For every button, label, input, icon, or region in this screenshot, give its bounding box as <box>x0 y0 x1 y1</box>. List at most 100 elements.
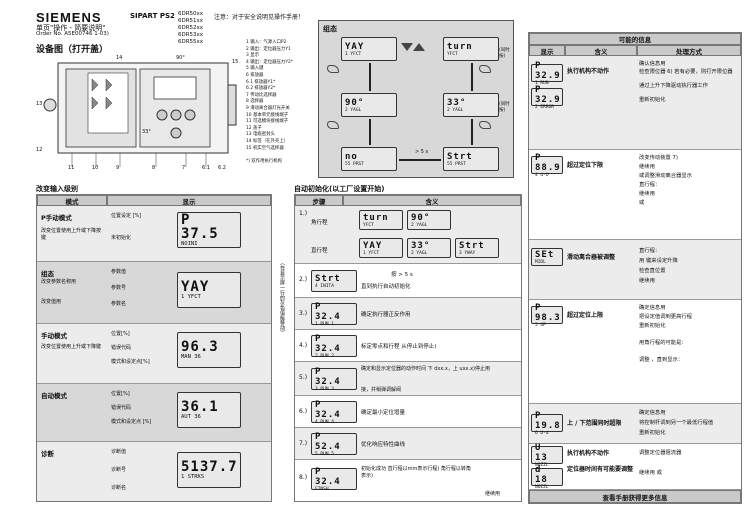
callout-33deg: 33° <box>142 129 151 135</box>
mode-name-0: P手动模式 <box>41 214 72 222</box>
modes-col-mode: 模式 <box>37 195 107 206</box>
mode-label-1b: 参数号 <box>111 285 127 291</box>
config-lcd-tr: turn YFCT <box>443 37 499 61</box>
step5-text: 确定和显示定位器的动作时间 下 dxx.x，上 uxx.x)停止用 <box>361 366 490 372</box>
mode-label-0c: 未初始化 <box>111 235 132 241</box>
mode-label-1a: 参数值 <box>111 269 127 275</box>
config-title: 组态 <box>323 25 337 33</box>
info-meaning-6: 定位器时间有可能要调整 <box>567 466 634 473</box>
mode-label-4a: 诊断值 <box>111 449 127 455</box>
info-actions-4: 确定信息用将控制杆调到另一个最低行程值重新初始化 <box>639 410 714 436</box>
gt5s-label: > 5 s <box>415 149 429 155</box>
hand-key-icon-2 <box>327 121 339 129</box>
callout-15: 15 <box>232 59 239 65</box>
mode-name-2: 手动模式 <box>41 332 67 340</box>
doc-subtitle: 单页"操作 - 简要说明" <box>36 24 106 32</box>
config-lcd-ml: 90°2 YAGL <box>341 93 397 117</box>
hand-key-icon-3 <box>479 65 491 73</box>
info-actions-5: 调整定位器阻流器 <box>639 450 682 456</box>
mode-name-4: 诊断 <box>41 450 54 458</box>
mode-label-2c: 模式和设定点[%] <box>111 359 150 365</box>
callout-7: 7 <box>182 165 186 171</box>
modes-side-note: （在显示屏一行的灰色值能移动） <box>279 260 285 335</box>
callout-13: 13 <box>36 101 43 107</box>
callout-12: 12 <box>36 147 43 153</box>
info-col-meaning: 含义 <box>565 45 637 56</box>
product-name: SIPART PS2 <box>130 12 175 20</box>
info-row-5: U 13 NOZZL d 18 NOZZL 执行机构不动作 定位器时间有可能要调… <box>529 443 741 490</box>
mode-label-2a: 位置[%] <box>111 331 130 337</box>
mode-row-0: P手动模式 改变位置使用上升或下降按键 位置设定 [%] 未初始化 P 37.5… <box>37 206 271 262</box>
mode-row-3: 自动模式 位置[%] 错误代码 模式和设定点 [%] 36.1 AUT 36 <box>37 384 271 442</box>
callout-6-2: 6.2 <box>218 165 226 171</box>
step1-lcd-a: turn YFCT <box>359 210 403 230</box>
info-actions-2: 直行程：用 键来设定升降检查直位置继续用 <box>639 248 678 284</box>
callout-10: 10 <box>92 165 99 171</box>
info-lcd-5: U 13 NOZZL <box>531 443 563 468</box>
modes-title: 改变输入级别 <box>36 185 78 193</box>
mode-label-0a: 位置设定 [%] <box>111 213 142 219</box>
autoinit-step-8: 8.) P 32.4 FINSH 初始化成功 直行程以mm表示行程) 角行程以转… <box>295 460 521 501</box>
info-footer: 查看手册获得更多信息 <box>529 490 741 503</box>
down-key-icon <box>401 43 413 51</box>
mode-lcd-2: 96.3 MAN 36 <box>177 332 241 368</box>
mode-desc-1: 改变参数名称用 <box>41 279 77 285</box>
info-lcd-2: SEt MIDL <box>531 248 563 266</box>
callout-9: 9 <box>116 165 120 171</box>
step-num-2: 2.) <box>299 276 308 283</box>
mode-label-4c: 诊断名 <box>111 485 127 491</box>
mode-label-3c: 模式和设定点 [%] <box>111 419 152 425</box>
step-num-6: 6.) <box>299 408 308 415</box>
step-num-3: 3.) <box>299 310 308 317</box>
info-meaning-2: 滑动离合器被调整 <box>567 254 616 261</box>
info-actions-0: 确认信息用检查限位器 6) 若有必要，则打开限位器通过上升下降驱动执行器工作重新… <box>639 61 733 103</box>
mode-name-1: 组态 <box>41 270 54 278</box>
step-num-4: 4.) <box>299 342 308 349</box>
autoinit-table: 步骤 含义 1.) 角行程 turn YFCT 90°2 YAGL 直行程 YA… <box>294 194 522 502</box>
step1-lcd-d: 33°2 YAGL <box>407 238 451 258</box>
info-col-display: 显示 <box>529 45 565 56</box>
step-label-1a: 角行程 <box>311 220 328 226</box>
mode-desc-1b: 改变值用 <box>41 299 62 305</box>
device-footnote: *) 双作用执行机构 <box>246 159 283 164</box>
step-label-1b: 直行程 <box>311 248 328 254</box>
callout-11: 11 <box>68 165 75 171</box>
config-lcd-mr: 33°2 YAGL <box>443 93 499 117</box>
step2-text2: 直到执行自动初始化 <box>361 284 411 290</box>
order-number: Order No. A5E00746 1-03) <box>36 31 109 37</box>
brand-logo: SIEMENS <box>36 10 102 25</box>
mode-label-4b: 诊断号 <box>111 467 127 473</box>
step8-lcd: P 32.4 FINSH <box>311 467 357 492</box>
mode-label-2b: 错误代码 <box>111 345 132 351</box>
info-actions-1: 改变传动装置 7)继续用或调整滑动离合器显示直行程：继续用或 <box>639 155 692 206</box>
step4-text: 标定零点和行程 从停止到停止) <box>361 344 437 350</box>
callout-8: 8 <box>152 165 156 171</box>
hand-key-icon-4 <box>479 121 491 129</box>
info-actions-3: 确定信息用把设定值调到更高行程重新初始化用角行程的可能是：调整 ，直到显示： <box>639 305 692 363</box>
mode-label-3b: 错误代码 <box>111 405 132 411</box>
mode-row-2: 手动模式 改变位置使用上升或下降键 位置[%] 错误代码 模式和设定点[%] 9… <box>37 324 271 384</box>
